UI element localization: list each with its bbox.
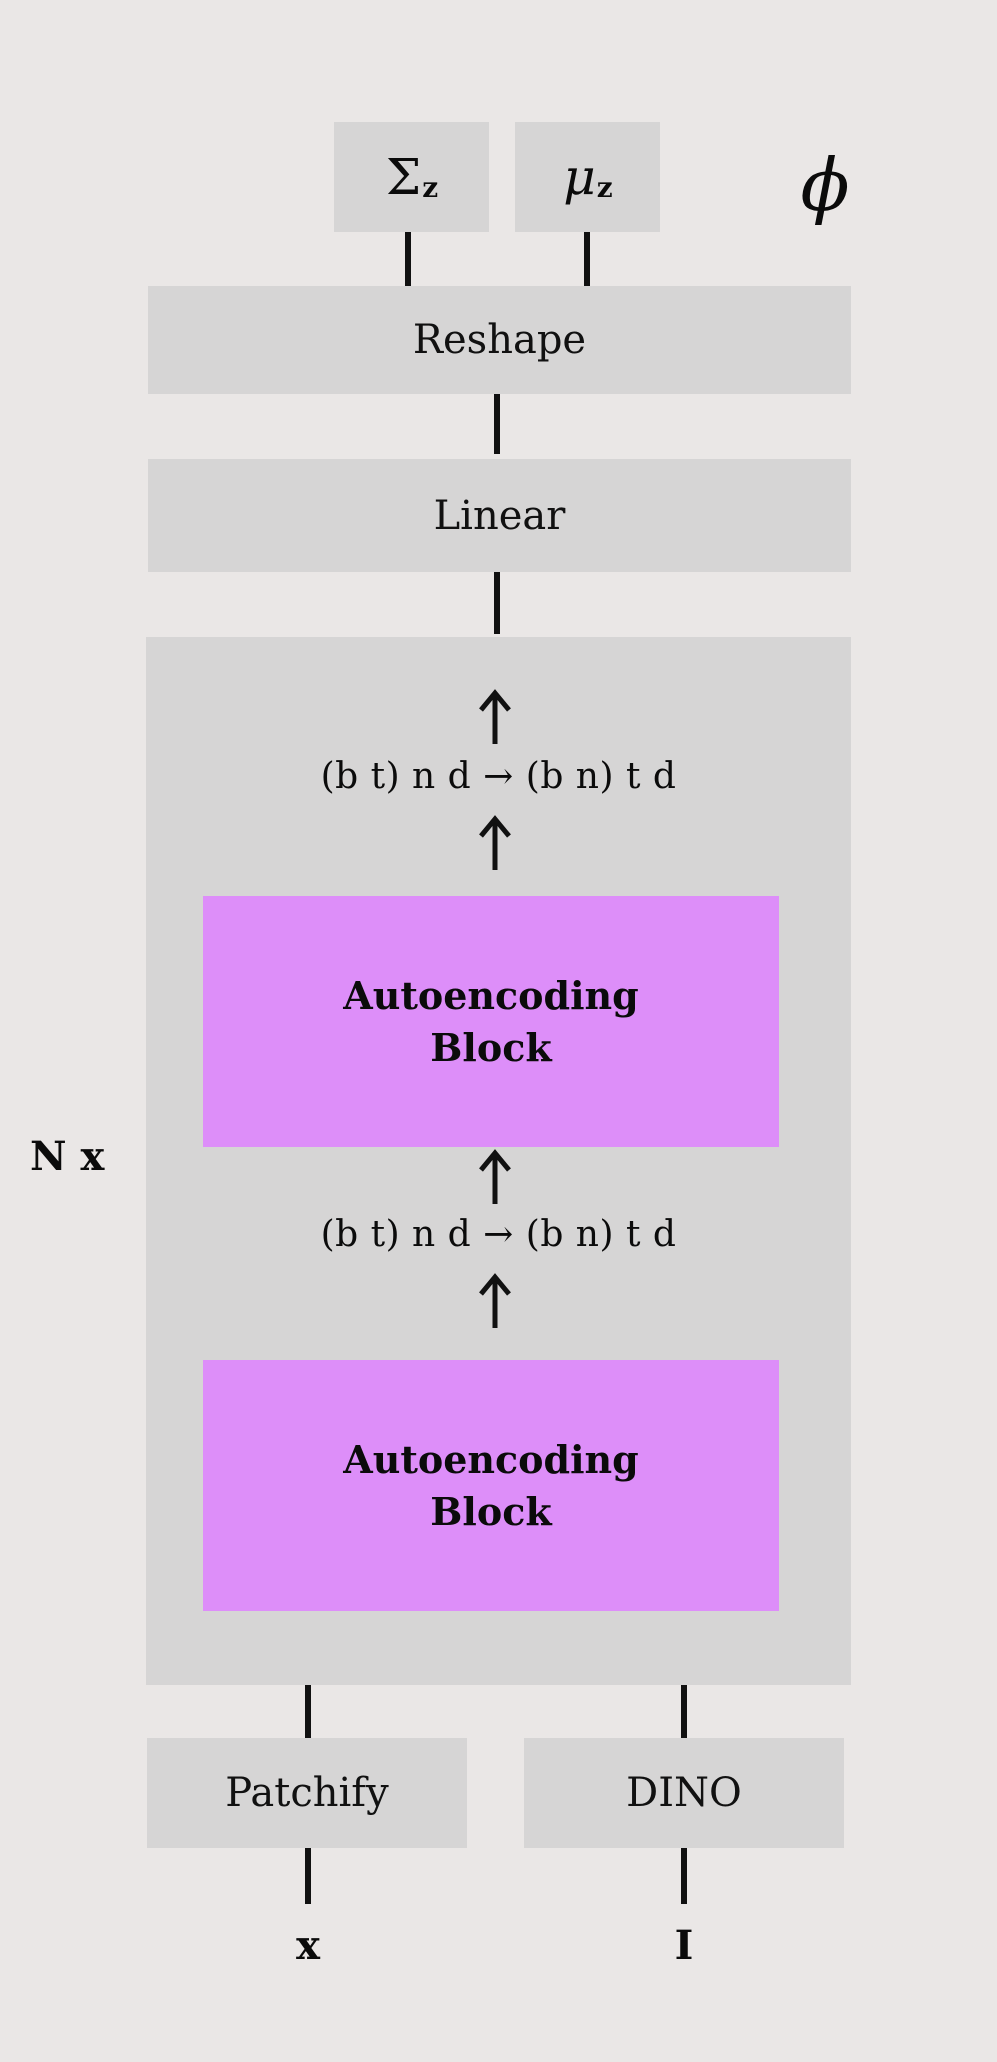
reshape-box[interactable]: Reshape: [148, 286, 851, 394]
mu-subscript: z: [596, 170, 613, 204]
phi-label: ϕ: [800, 143, 850, 227]
rearrange-lower-label: (b t) n d → (b n) t d: [320, 1214, 677, 1255]
arrow-up-above-block2: [479, 815, 511, 870]
arrow-up-above-block1: [479, 1273, 511, 1328]
autoencoding-upper-line2: Block: [430, 1024, 552, 1070]
autoencoding-lower-line1: Autoencoding: [343, 1437, 639, 1483]
arrow-up-below-block1: [479, 1149, 511, 1204]
sigma-subscript: z: [422, 170, 439, 204]
input-patches-label: x: [296, 1922, 320, 1969]
patchify-label: Patchify: [225, 1770, 389, 1816]
connector-stack-to-linear: [494, 572, 500, 634]
connector-image-to-dino: [681, 1848, 687, 1904]
dino-box[interactable]: DINO: [524, 1738, 844, 1848]
connector-reshape-to-sigma: [405, 232, 411, 288]
autoencoding-block-upper[interactable]: Autoencoding Block: [203, 896, 779, 1147]
connector-x-to-patchify: [305, 1848, 311, 1904]
autoencoding-block-upper-label: Autoencoding Block: [343, 970, 639, 1073]
autoencoding-block-lower-label: Autoencoding Block: [343, 1434, 639, 1537]
autoencoding-lower-line2: Block: [430, 1488, 552, 1534]
input-image-label: I: [674, 1922, 694, 1969]
autoencoding-upper-line1: Autoencoding: [343, 973, 639, 1019]
mu-glyph: μ: [563, 148, 596, 206]
rearrange-upper-label: (b t) n d → (b n) t d: [320, 756, 677, 797]
connector-patchify-to-stack: [305, 1685, 311, 1738]
connector-dino-to-stack: [681, 1685, 687, 1738]
linear-label: Linear: [433, 492, 566, 539]
connector-reshape-to-mu: [584, 232, 590, 288]
linear-box[interactable]: Linear: [148, 459, 851, 572]
autoencoding-block-lower[interactable]: Autoencoding Block: [203, 1360, 779, 1611]
arrow-up-top: [479, 689, 511, 744]
reshape-label: Reshape: [412, 317, 587, 363]
sigma-glyph: Σ: [385, 148, 422, 206]
repeat-count-label: N x: [30, 1133, 105, 1180]
connector-linear-to-reshape: [494, 394, 500, 454]
patchify-box[interactable]: Patchify: [147, 1738, 467, 1848]
dino-label: DINO: [626, 1770, 742, 1816]
